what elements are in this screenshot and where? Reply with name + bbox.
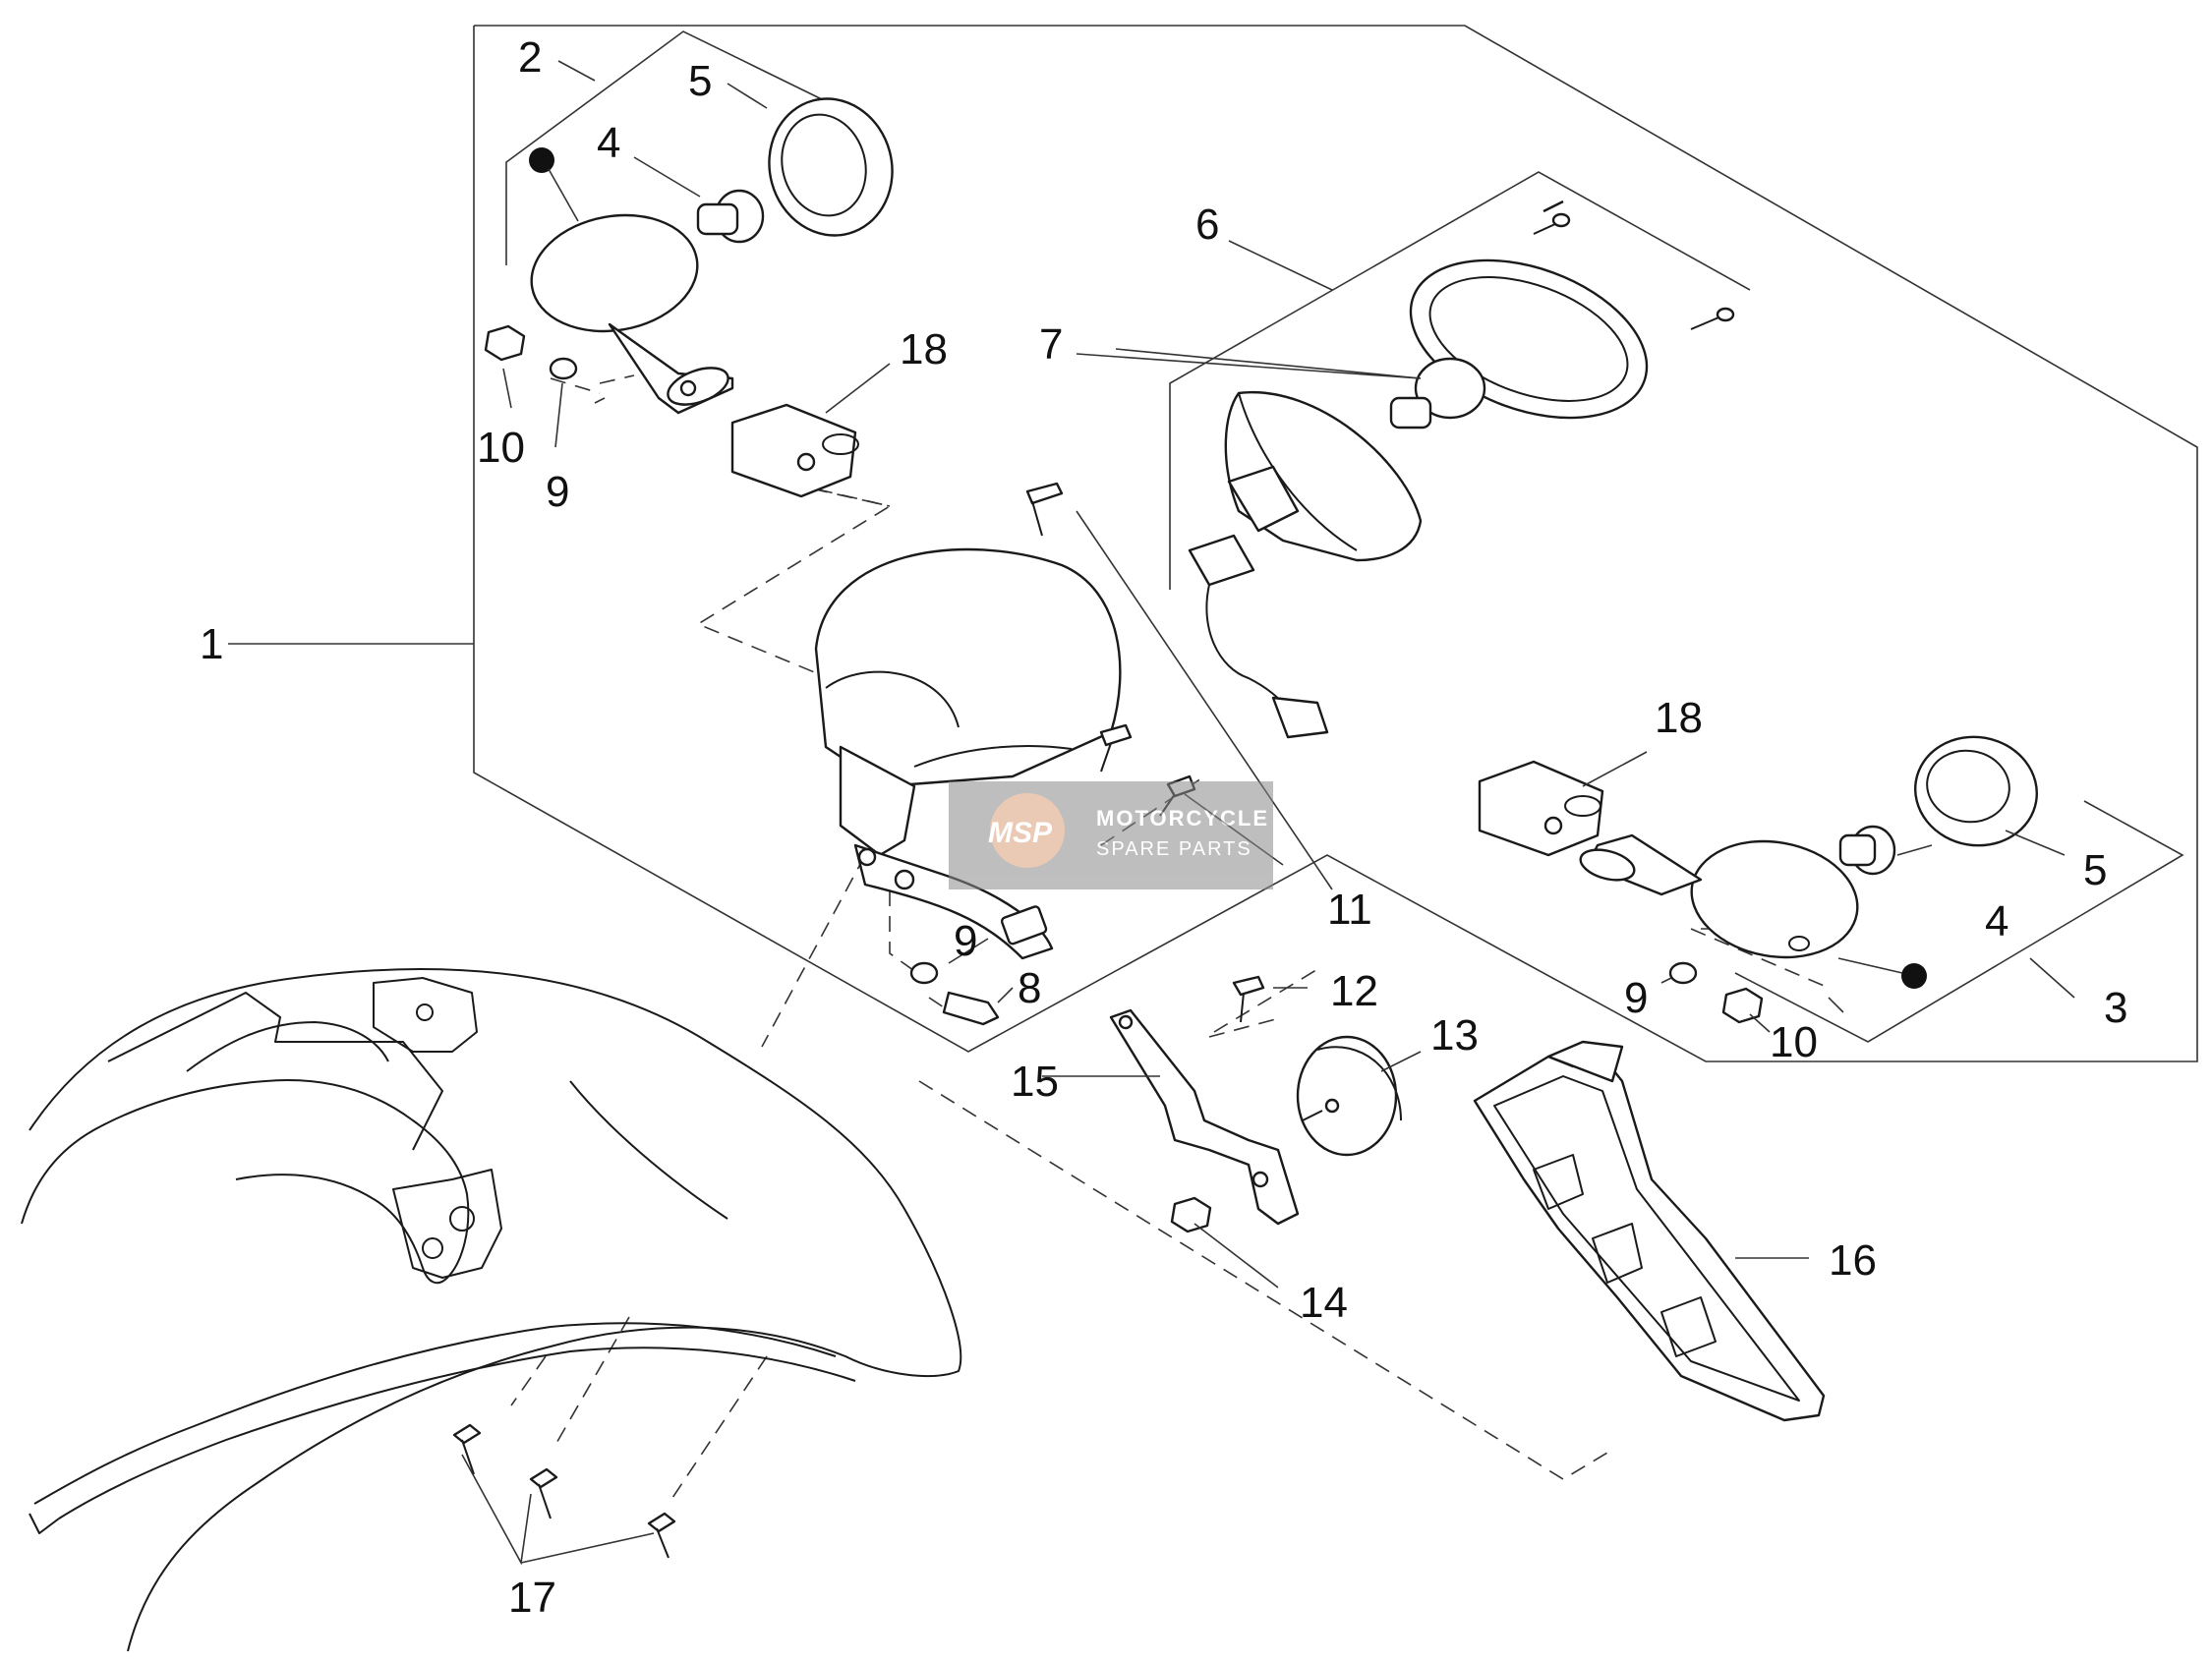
- part-6-lamp-bowl: [1188, 390, 1423, 739]
- label-12: 12: [1330, 967, 1378, 1015]
- watermark-logo: MSP: [988, 817, 1053, 849]
- label-9-lower: 9: [1624, 974, 1648, 1022]
- label-7: 7: [1039, 320, 1063, 369]
- marker-dot-upper: [529, 147, 554, 173]
- part-17-screw-a: [452, 1423, 482, 1475]
- part-9-washer-lower: [1668, 961, 1698, 985]
- part-18-rubber-block-lower: [1478, 760, 1604, 857]
- label-13: 13: [1430, 1011, 1479, 1060]
- label-3: 3: [2104, 984, 2127, 1032]
- label-18-upper: 18: [900, 325, 948, 373]
- group-outline-6: [1169, 171, 1751, 590]
- part-9-washer-upper: [549, 357, 578, 380]
- label-15: 15: [1011, 1058, 1059, 1106]
- part-6-screw-right: [1690, 307, 1735, 330]
- part-8-screw: [942, 991, 1000, 1026]
- part-17-screw-b: [529, 1467, 558, 1519]
- part-11-screw-mid: [1099, 723, 1133, 773]
- label-10-lower: 10: [1770, 1018, 1818, 1066]
- label-1: 1: [200, 620, 223, 668]
- label-5-upper: 5: [688, 57, 712, 105]
- watermark: MSP MOTORCYCLE SPARE PARTS: [949, 781, 1273, 889]
- part-labels: 1 2 3 4 4 5 5 6 7 8 9 9 9 10 10 11 12 13…: [200, 33, 2127, 1622]
- marker-dot-lower: [1901, 963, 1927, 989]
- part-4-bulb-lower: [1838, 825, 1896, 876]
- part-5-lens-upper: [768, 97, 894, 237]
- label-10-upper: 10: [477, 424, 525, 472]
- label-9-mid: 9: [954, 917, 977, 965]
- label-9-upper: 9: [546, 468, 569, 516]
- watermark-line2: SPARE PARTS: [1096, 838, 1252, 860]
- label-4-upper: 4: [597, 119, 620, 167]
- part-11-screw-top: [1025, 482, 1064, 537]
- label-6: 6: [1195, 201, 1219, 249]
- label-11: 11: [1327, 886, 1372, 934]
- label-2: 2: [518, 33, 542, 82]
- part-7-bulb: [1389, 357, 1486, 430]
- part-fender: [21, 968, 962, 1652]
- label-8: 8: [1018, 964, 1041, 1012]
- part-9-washer-mid: [909, 961, 939, 985]
- part-3-turn-signal-lower: [1579, 833, 1859, 959]
- group-outline-3: [1734, 800, 2184, 1043]
- part-17-screw-c: [647, 1512, 676, 1559]
- group-outline-1: [228, 25, 2198, 1062]
- part-6-screw-top: [1533, 212, 1571, 235]
- part-5-lens-lower: [1913, 735, 2039, 847]
- label-17: 17: [508, 1574, 556, 1622]
- part-10-nut-lower: [1721, 987, 1764, 1024]
- label-14: 14: [1300, 1279, 1348, 1327]
- leader-lines: [502, 60, 2075, 1289]
- label-16: 16: [1829, 1236, 1877, 1285]
- part-15-bracket: [1109, 1008, 1300, 1226]
- part-13-reflector: [1296, 1035, 1402, 1157]
- part-10-nut-upper: [484, 324, 526, 362]
- part-4-bulb-upper: [696, 189, 765, 244]
- part-18-rubber-block-upper: [730, 403, 859, 498]
- part-1-tail-light-body: [814, 547, 1122, 960]
- label-4-lower: 4: [1985, 897, 2008, 946]
- part-2-turn-signal-upper: [530, 213, 734, 415]
- watermark-line1: MOTORCYCLE: [1096, 806, 1269, 831]
- label-5-lower: 5: [2083, 846, 2107, 894]
- label-18-lower: 18: [1655, 694, 1703, 742]
- part-14-nut: [1170, 1196, 1212, 1233]
- group-outline-2: [505, 30, 827, 265]
- part-12-screw: [1232, 975, 1265, 1023]
- part-16-plate-holder: [1473, 1040, 1826, 1422]
